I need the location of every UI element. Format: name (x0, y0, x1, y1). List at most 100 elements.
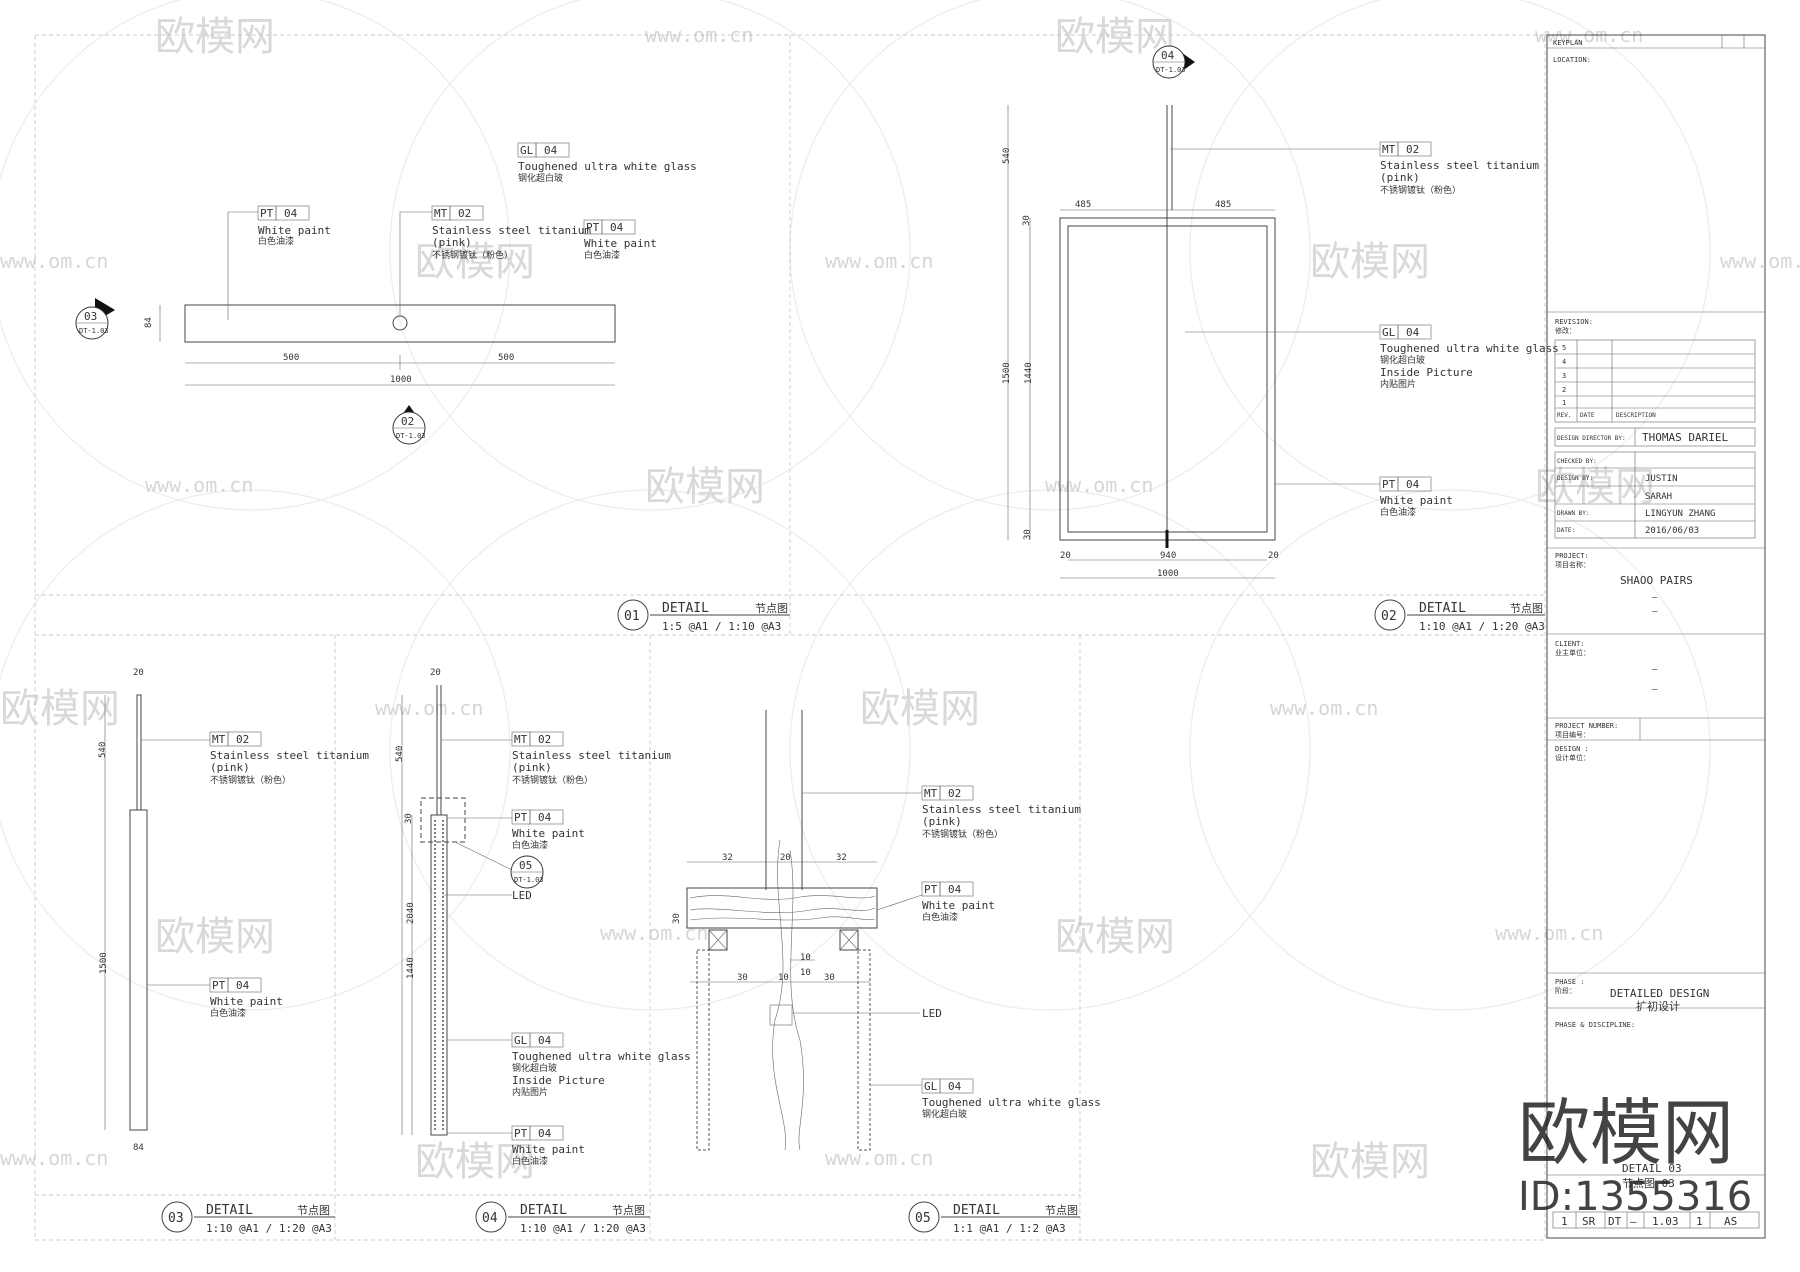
note-cn: 内贴图片 (512, 1086, 548, 1098)
note-led: LED (922, 1007, 942, 1020)
wood-block (686, 887, 878, 929)
section-marker-03[interactable]: 03 DT-1.03 (75, 298, 115, 340)
watermark-url: www.om.cn (825, 1146, 933, 1170)
svg-text:4: 4 (1562, 358, 1566, 366)
note-en: Inside Picture (512, 1074, 605, 1087)
section-number: 02 (401, 415, 414, 428)
tag-code: MT (924, 787, 938, 800)
tag-code: PT (514, 1127, 528, 1140)
dim-30: 30 (824, 973, 835, 983)
dim-1000: 1000 (390, 375, 412, 385)
svg-text:AS: AS (1724, 1215, 1737, 1228)
dim-10: 10 (800, 968, 811, 978)
tag-number: 04 (610, 221, 624, 234)
dim-540: 540 (395, 746, 405, 762)
svg-text:1:10 @A1 / 1:20 @A3: 1:10 @A1 / 1:20 @A3 (206, 1222, 332, 1235)
tag-code: MT (1382, 143, 1396, 156)
svg-text:1.03: 1.03 (1652, 1215, 1679, 1228)
section-ref: DT-1.03 (1156, 66, 1186, 74)
note-en: Toughened ultra white glass (518, 160, 697, 173)
svg-text:DESIGN BY:: DESIGN BY: (1557, 475, 1593, 482)
watermark-brand: 欧模网 (1055, 914, 1175, 960)
svg-text:DETAIL: DETAIL (953, 1203, 1000, 1218)
svg-text:PROJECT NUMBER:: PROJECT NUMBER: (1555, 722, 1618, 730)
watermark-url: www.om.cn (600, 921, 708, 945)
tag-number: 02 (948, 787, 961, 800)
note-cn: 白色油漆 (584, 249, 620, 261)
svg-text:2: 2 (1562, 386, 1566, 394)
note-cn: 钢化超白玻 (1380, 354, 1425, 366)
tag-number: 04 (948, 1080, 962, 1093)
watermark-layer: 欧模网 欧模网 欧模网 欧模网 欧模网 欧模网 欧模网 欧模网 欧模网 欧模网 … (0, 0, 1800, 1185)
section-number: 03 (84, 310, 97, 323)
design-director: THOMAS DARIEL (1642, 431, 1728, 444)
dim-1500: 1500 (99, 952, 109, 974)
tag-number: 02 (1406, 143, 1419, 156)
note-led: LED (512, 889, 532, 902)
svg-text:DT: DT (1608, 1215, 1622, 1228)
tag-number: 02 (538, 733, 551, 746)
tag-number: 04 (538, 1034, 552, 1047)
dim-32: 32 (836, 853, 847, 863)
svg-text:3: 3 (1562, 372, 1566, 380)
note-en: (pink) (922, 815, 962, 828)
dim-540: 540 (98, 742, 108, 758)
note-en: (pink) (1380, 171, 1420, 184)
dim-1500: 1500 (1002, 362, 1012, 384)
note-cn: 不锈钢镀钛（粉色） (1380, 184, 1461, 196)
svg-text:PHASE :: PHASE : (1555, 978, 1585, 986)
note-cn: 钢化超白玻 (512, 1062, 557, 1074)
dim-485: 485 (1075, 200, 1091, 210)
tag-code: PT (924, 883, 938, 896)
detail-03-drawing: 540 1500 20 84 MT 02 Stainless steel tit… (98, 668, 369, 1153)
tag-code: MT (514, 733, 528, 746)
dim-30: 30 (737, 973, 748, 983)
revision-label: REVISION: (1555, 318, 1593, 326)
watermark-brand: 欧模网 (1055, 14, 1175, 60)
svg-text:1: 1 (1696, 1215, 1703, 1228)
sheet-title-cn: 节点图 03 (1622, 1177, 1675, 1190)
note-cn: 钢化超白玻 (922, 1108, 967, 1120)
note-en: Toughened ultra white glass (1380, 342, 1559, 355)
watermark-url: www.om.cn (1045, 473, 1153, 497)
section-ref: DT-1.03 (396, 432, 426, 440)
watermark-brand: 欧模网 (155, 14, 275, 60)
dim-84: 84 (133, 1143, 144, 1153)
svg-text:CLIENT:: CLIENT: (1555, 640, 1585, 648)
svg-text:CHECKED BY:: CHECKED BY: (1557, 458, 1597, 465)
tag-code: PT (1382, 478, 1396, 491)
svg-text:—: — (1630, 1215, 1637, 1228)
dim-20: 20 (780, 853, 791, 863)
section-marker-02[interactable]: 02 DT-1.03 (392, 405, 426, 445)
note-cn: 白色油漆 (210, 1007, 246, 1019)
watermark-brand: 欧模网 (415, 1139, 535, 1185)
note-cn: 白色油漆 (1380, 506, 1416, 518)
svg-text:1:10 @A1 / 1:20 @A3: 1:10 @A1 / 1:20 @A3 (1419, 620, 1545, 633)
watermark-brand: 欧模网 (0, 686, 120, 732)
dim-30: 30 (672, 913, 682, 924)
note-en: White paint (258, 224, 331, 237)
note-en: White paint (512, 827, 585, 840)
svg-text:项目名称：: 项目名称： (1555, 560, 1590, 569)
tag-code: PT (586, 221, 600, 234)
tag-code: GL (520, 144, 534, 157)
detail-title-03: 03 DETAIL 节点图 1:10 @A1 / 1:20 @A3 (161, 1201, 335, 1235)
svg-text:DETAIL: DETAIL (1419, 601, 1466, 616)
note-en: Stainless steel titanium (512, 749, 671, 762)
note-en: (pink) (210, 761, 250, 774)
note-en: White paint (512, 1143, 585, 1156)
section-marker-05[interactable]: 05 DT-1.03 (454, 841, 544, 889)
designed-by: SARAH (1645, 492, 1672, 502)
section-number: 04 (1161, 49, 1175, 62)
tag-code: PT (212, 979, 226, 992)
svg-text:REV.: REV. (1557, 412, 1571, 419)
dim-2040: 2040 (406, 902, 416, 924)
keyplan-label: KEYPLAN (1553, 39, 1583, 47)
tag-code: GL (924, 1080, 938, 1093)
tag-number: 04 (538, 811, 552, 824)
dim-10: 10 (800, 953, 811, 963)
detail-title-04: 04 DETAIL 节点图 1:10 @A1 / 1:20 @A3 (475, 1201, 650, 1235)
section-marker-04[interactable]: 04 DT-1.03 (1152, 45, 1195, 79)
watermark-url: www.om.cn (0, 1146, 108, 1170)
tag-code: MT (434, 207, 448, 220)
